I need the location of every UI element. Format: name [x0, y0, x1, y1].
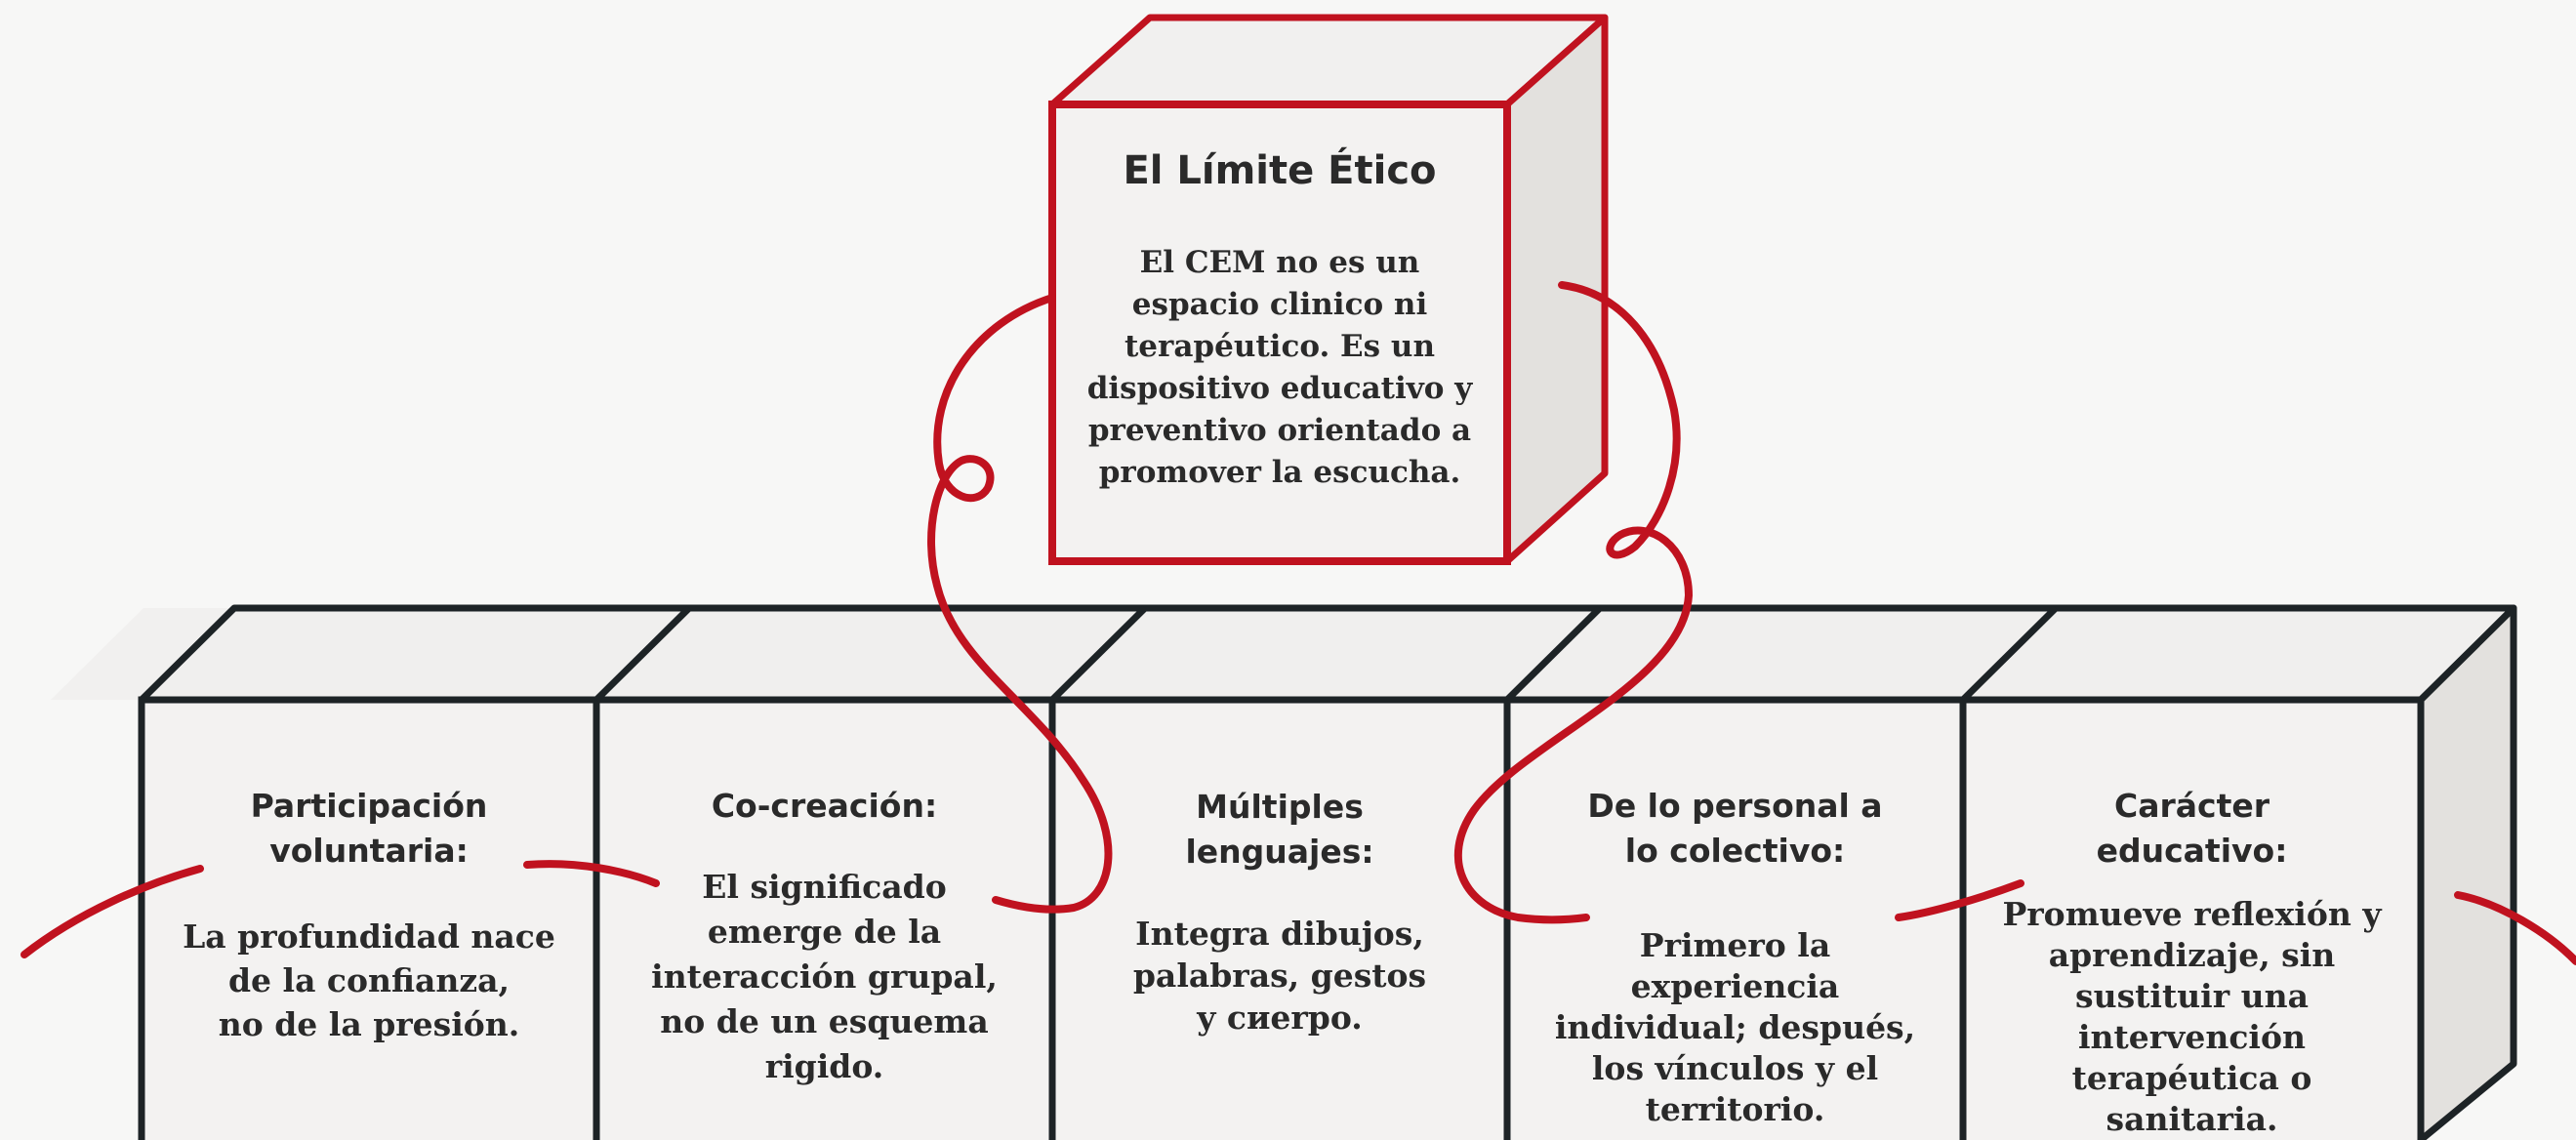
pillar-3-body: Integra dibujos, palabras, gestos y cиer… [1132, 915, 1427, 1037]
top-box-title: El Límite Ético [1123, 148, 1437, 193]
pillar-4-body: Primero la experiencia individual; despu… [1554, 926, 1916, 1128]
pillar-box-2 [593, 696, 1056, 1140]
pillar-2-body: El significado emerge de la interacción … [651, 868, 998, 1085]
pillar-5-label: Carácter educativo: [2096, 787, 2288, 870]
pillar-1-body: La profundidad nace de la confianza, no … [183, 917, 555, 1043]
top-cube [1048, 14, 1609, 565]
top-cube-front [1048, 101, 1511, 565]
pillar-1-label: Participación voluntaria: [250, 787, 488, 870]
red-thread [20, 281, 2576, 965]
top-box-body: El CEM no es un espacio clinico ni terap… [1086, 245, 1473, 490]
pillar-row-top [138, 604, 2517, 704]
pillar-5-body: Promueve reflexión y aprendizaje, sin su… [2002, 895, 2382, 1138]
pillar-2-label: Co-creación: [711, 787, 938, 825]
pillar-box-5 [1959, 696, 2425, 1140]
pillar-row-side [2417, 604, 2517, 1140]
pillar-4-label: De lo personal a lo colectivo: [1587, 787, 1883, 870]
pillar-3-label: Múltiples lenguajes: [1185, 788, 1374, 871]
